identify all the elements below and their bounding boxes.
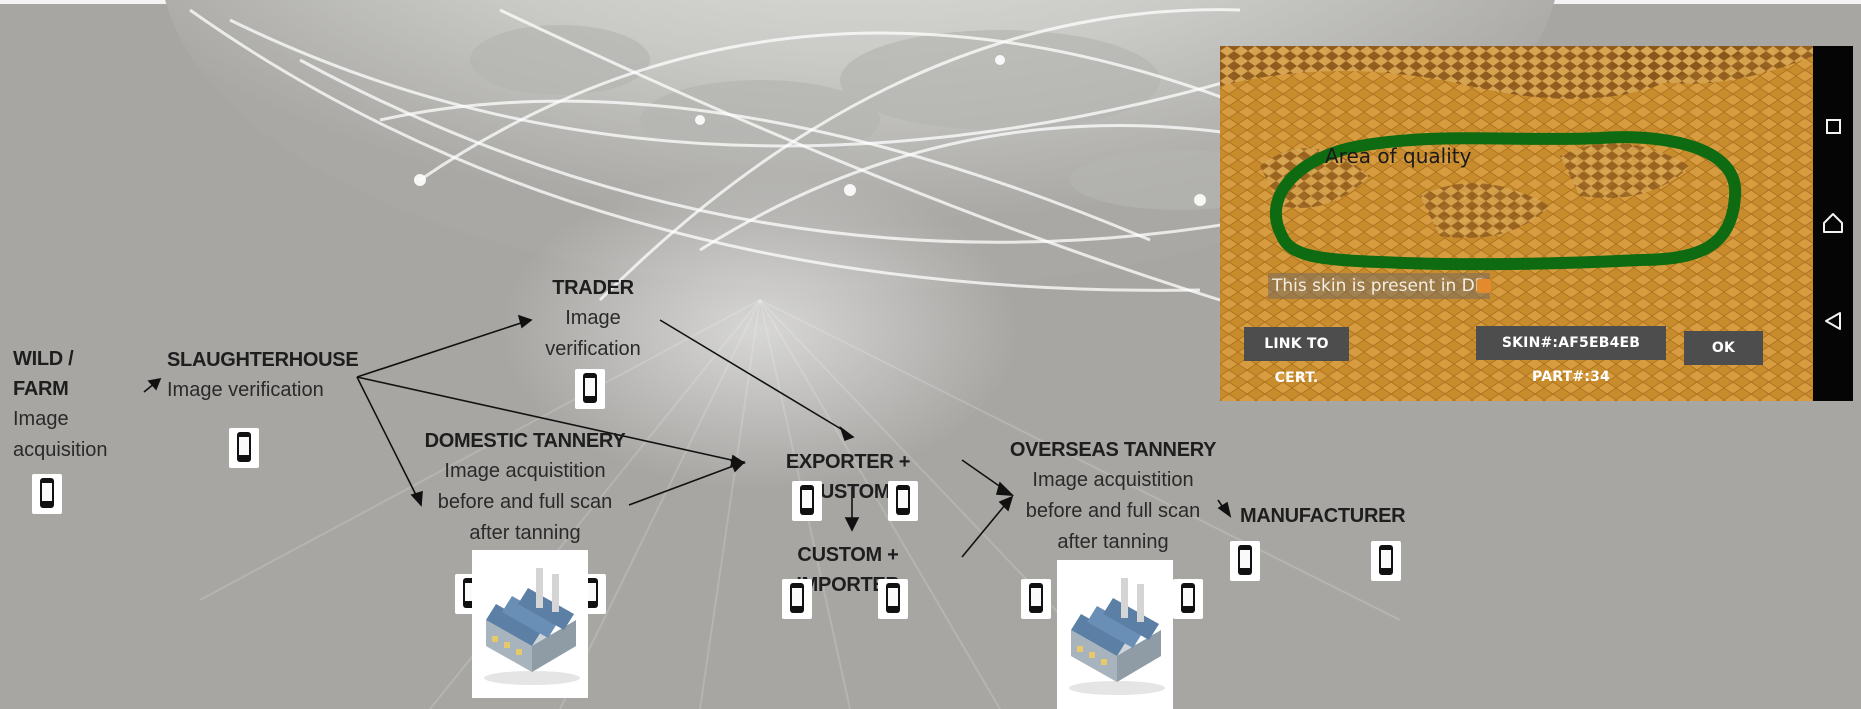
node-custom-importer: CUSTOM + IMPORTER	[748, 540, 948, 600]
smartphone-icon	[888, 481, 918, 521]
factory-icon	[472, 550, 588, 698]
arrow-exporter-overseas	[961, 459, 1006, 491]
square-icon[interactable]	[1813, 106, 1853, 146]
smartphone-icon	[878, 579, 908, 619]
arrow-slaughter-exporter	[356, 376, 737, 462]
node-wild-farm: WILD / FARM Image acquisition	[13, 344, 123, 466]
android-nav-bar	[1813, 46, 1853, 401]
node-domestic-tannery: DOMESTIC TANNERY Image acquistition befo…	[420, 426, 630, 549]
area-of-quality-label: Area of quality	[1325, 144, 1472, 168]
skin-part-button[interactable]: SKIN#:AF5EB4EB PART#:34	[1476, 326, 1666, 385]
node-manufacturer: MANUFACTURER	[1240, 501, 1406, 531]
status-indicator	[1477, 279, 1491, 293]
arrow-importer-overseas	[961, 504, 1006, 558]
wild-farm-title-1: WILD /	[13, 348, 74, 370]
smartphone-icon	[782, 579, 812, 619]
smartphone-icon	[229, 428, 259, 468]
arrow-slaughter-domestic	[356, 376, 418, 498]
smartphone-icon	[32, 474, 62, 514]
trader-desc-2: verification	[545, 338, 641, 360]
wild-farm-desc-1: Image	[13, 408, 69, 430]
overseas-tannery-desc-3: after tanning	[1057, 531, 1169, 553]
home-icon[interactable]	[1813, 203, 1853, 243]
back-triangle-icon[interactable]	[1813, 301, 1853, 341]
smartphone-icon	[1230, 541, 1260, 581]
node-trader: TRADER Image verification	[523, 273, 663, 365]
slaughterhouse-desc: Image verification	[167, 379, 324, 401]
smartphone-icon	[1173, 579, 1203, 619]
domestic-tannery-desc-1: Image acquistition	[444, 460, 606, 482]
smartphone-icon	[1021, 579, 1051, 619]
factory-icon	[1057, 560, 1173, 709]
wild-farm-desc-2: acquisition	[13, 439, 108, 461]
node-slaughterhouse: SLAUGHTERHOUSE Image verification	[167, 345, 387, 406]
wild-farm-title-2: FARM	[13, 378, 69, 400]
node-exporter-custom: EXPORTER + CUSTOM	[748, 447, 948, 507]
node-overseas-tannery: OVERSEAS TANNERY Image acquistition befo…	[1008, 435, 1218, 558]
arrow-domestic-exporter	[628, 464, 737, 506]
importer-title: CUSTOM + IMPORTER	[796, 544, 900, 596]
manufacturer-title: MANUFACTURER	[1240, 505, 1406, 527]
slaughterhouse-title: SLAUGHTERHOUSE	[167, 349, 359, 371]
quality-area-outline	[1270, 131, 1742, 271]
domestic-tannery-desc-2: before and full scan	[437, 491, 613, 513]
arrow-trader-exporter	[659, 319, 847, 433]
db-status-text: This skin is present in DB	[1268, 273, 1491, 299]
link-to-cert-button[interactable]: LINK TO CERT.	[1244, 327, 1349, 386]
exporter-title: EXPORTER + CUSTOM	[785, 451, 911, 503]
overseas-tannery-desc-1: Image acquistition	[1032, 469, 1194, 491]
trader-title: TRADER	[552, 277, 634, 299]
trader-desc-1: Image	[565, 307, 621, 329]
smartphone-icon	[1371, 541, 1401, 581]
ok-button[interactable]: OK	[1684, 331, 1763, 365]
domestic-tannery-title: DOMESTIC TANNERY	[424, 430, 626, 452]
domestic-tannery-desc-3: after tanning	[469, 522, 581, 544]
smartphone-icon	[575, 369, 605, 409]
arrow-slaughter-trader	[356, 321, 525, 378]
overseas-tannery-title: OVERSEAS TANNERY	[1009, 439, 1217, 461]
overseas-tannery-desc-2: before and full scan	[1025, 500, 1201, 522]
smartphone-icon	[792, 481, 822, 521]
